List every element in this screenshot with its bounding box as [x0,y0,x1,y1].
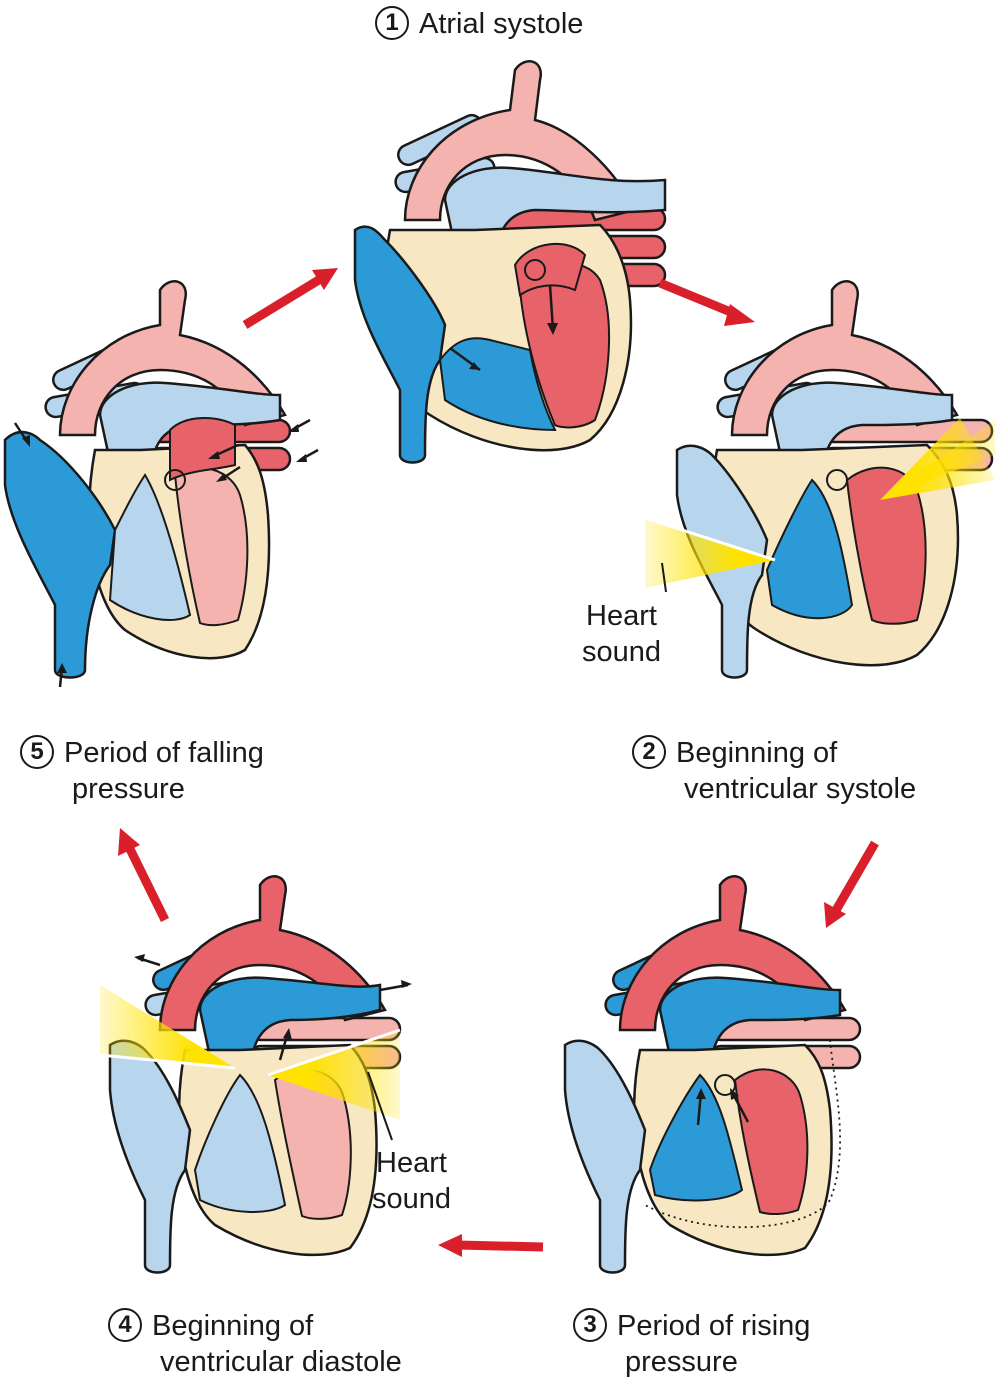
sequence-arrow-1-to-2 [658,278,755,326]
heart-rising-pressure [563,875,862,1274]
heart-falling-pressure [3,280,319,688]
stage-label-3: 3 Period of rising pressure [573,1308,810,1380]
stage-title: Beginning of [676,737,838,769]
heart-sound-pointer [367,1071,393,1141]
stage-label-4: 4 Beginning of ventricular diastole [108,1308,402,1380]
stage-title-line2: pressure [72,773,185,806]
stage-number-badge: 3 [573,1308,607,1343]
heart-sound-label: Heart sound [582,600,662,668]
stage-title: Period of rising [617,1310,811,1342]
stage-label-5: 5 Period of falling pressure [20,735,264,807]
heart-sound-wedge [645,518,775,588]
heart-sound-wedge [880,418,995,500]
stage-label-2: 2 Beginning of ventricular systole [632,735,916,807]
heart-ventricular-diastole-begin [108,875,412,1274]
sequence-arrow-5-to-1 [242,268,338,329]
stage-title-line2: pressure [625,1346,738,1379]
stage-title: Beginning of [152,1310,314,1342]
heart-atrial-systole [353,60,667,464]
stage-title-line2: ventricular diastole [160,1346,402,1379]
stage-title: Atrial systole [419,8,584,40]
sequence-arrow-2-to-3 [824,840,879,928]
stage-number-badge: 1 [375,6,409,41]
stage-title-line2: ventricular systole [684,773,917,806]
stage-number-badge: 4 [108,1308,142,1343]
stage-number-badge: 2 [632,735,666,770]
heart-sound-wedge [268,1030,400,1120]
sequence-arrow-4-to-5 [118,828,170,922]
sequence-arrow-3-to-4 [438,1234,544,1257]
heart-sound-wedge [100,985,235,1068]
stage-label-1: 1 Atrial systole [375,6,583,42]
stage-number-badge: 5 [20,735,54,770]
heart-sound-label: Heart sound [372,1147,452,1215]
stage-title: Period of falling [64,737,264,769]
heart-sound-pointer [661,562,667,593]
